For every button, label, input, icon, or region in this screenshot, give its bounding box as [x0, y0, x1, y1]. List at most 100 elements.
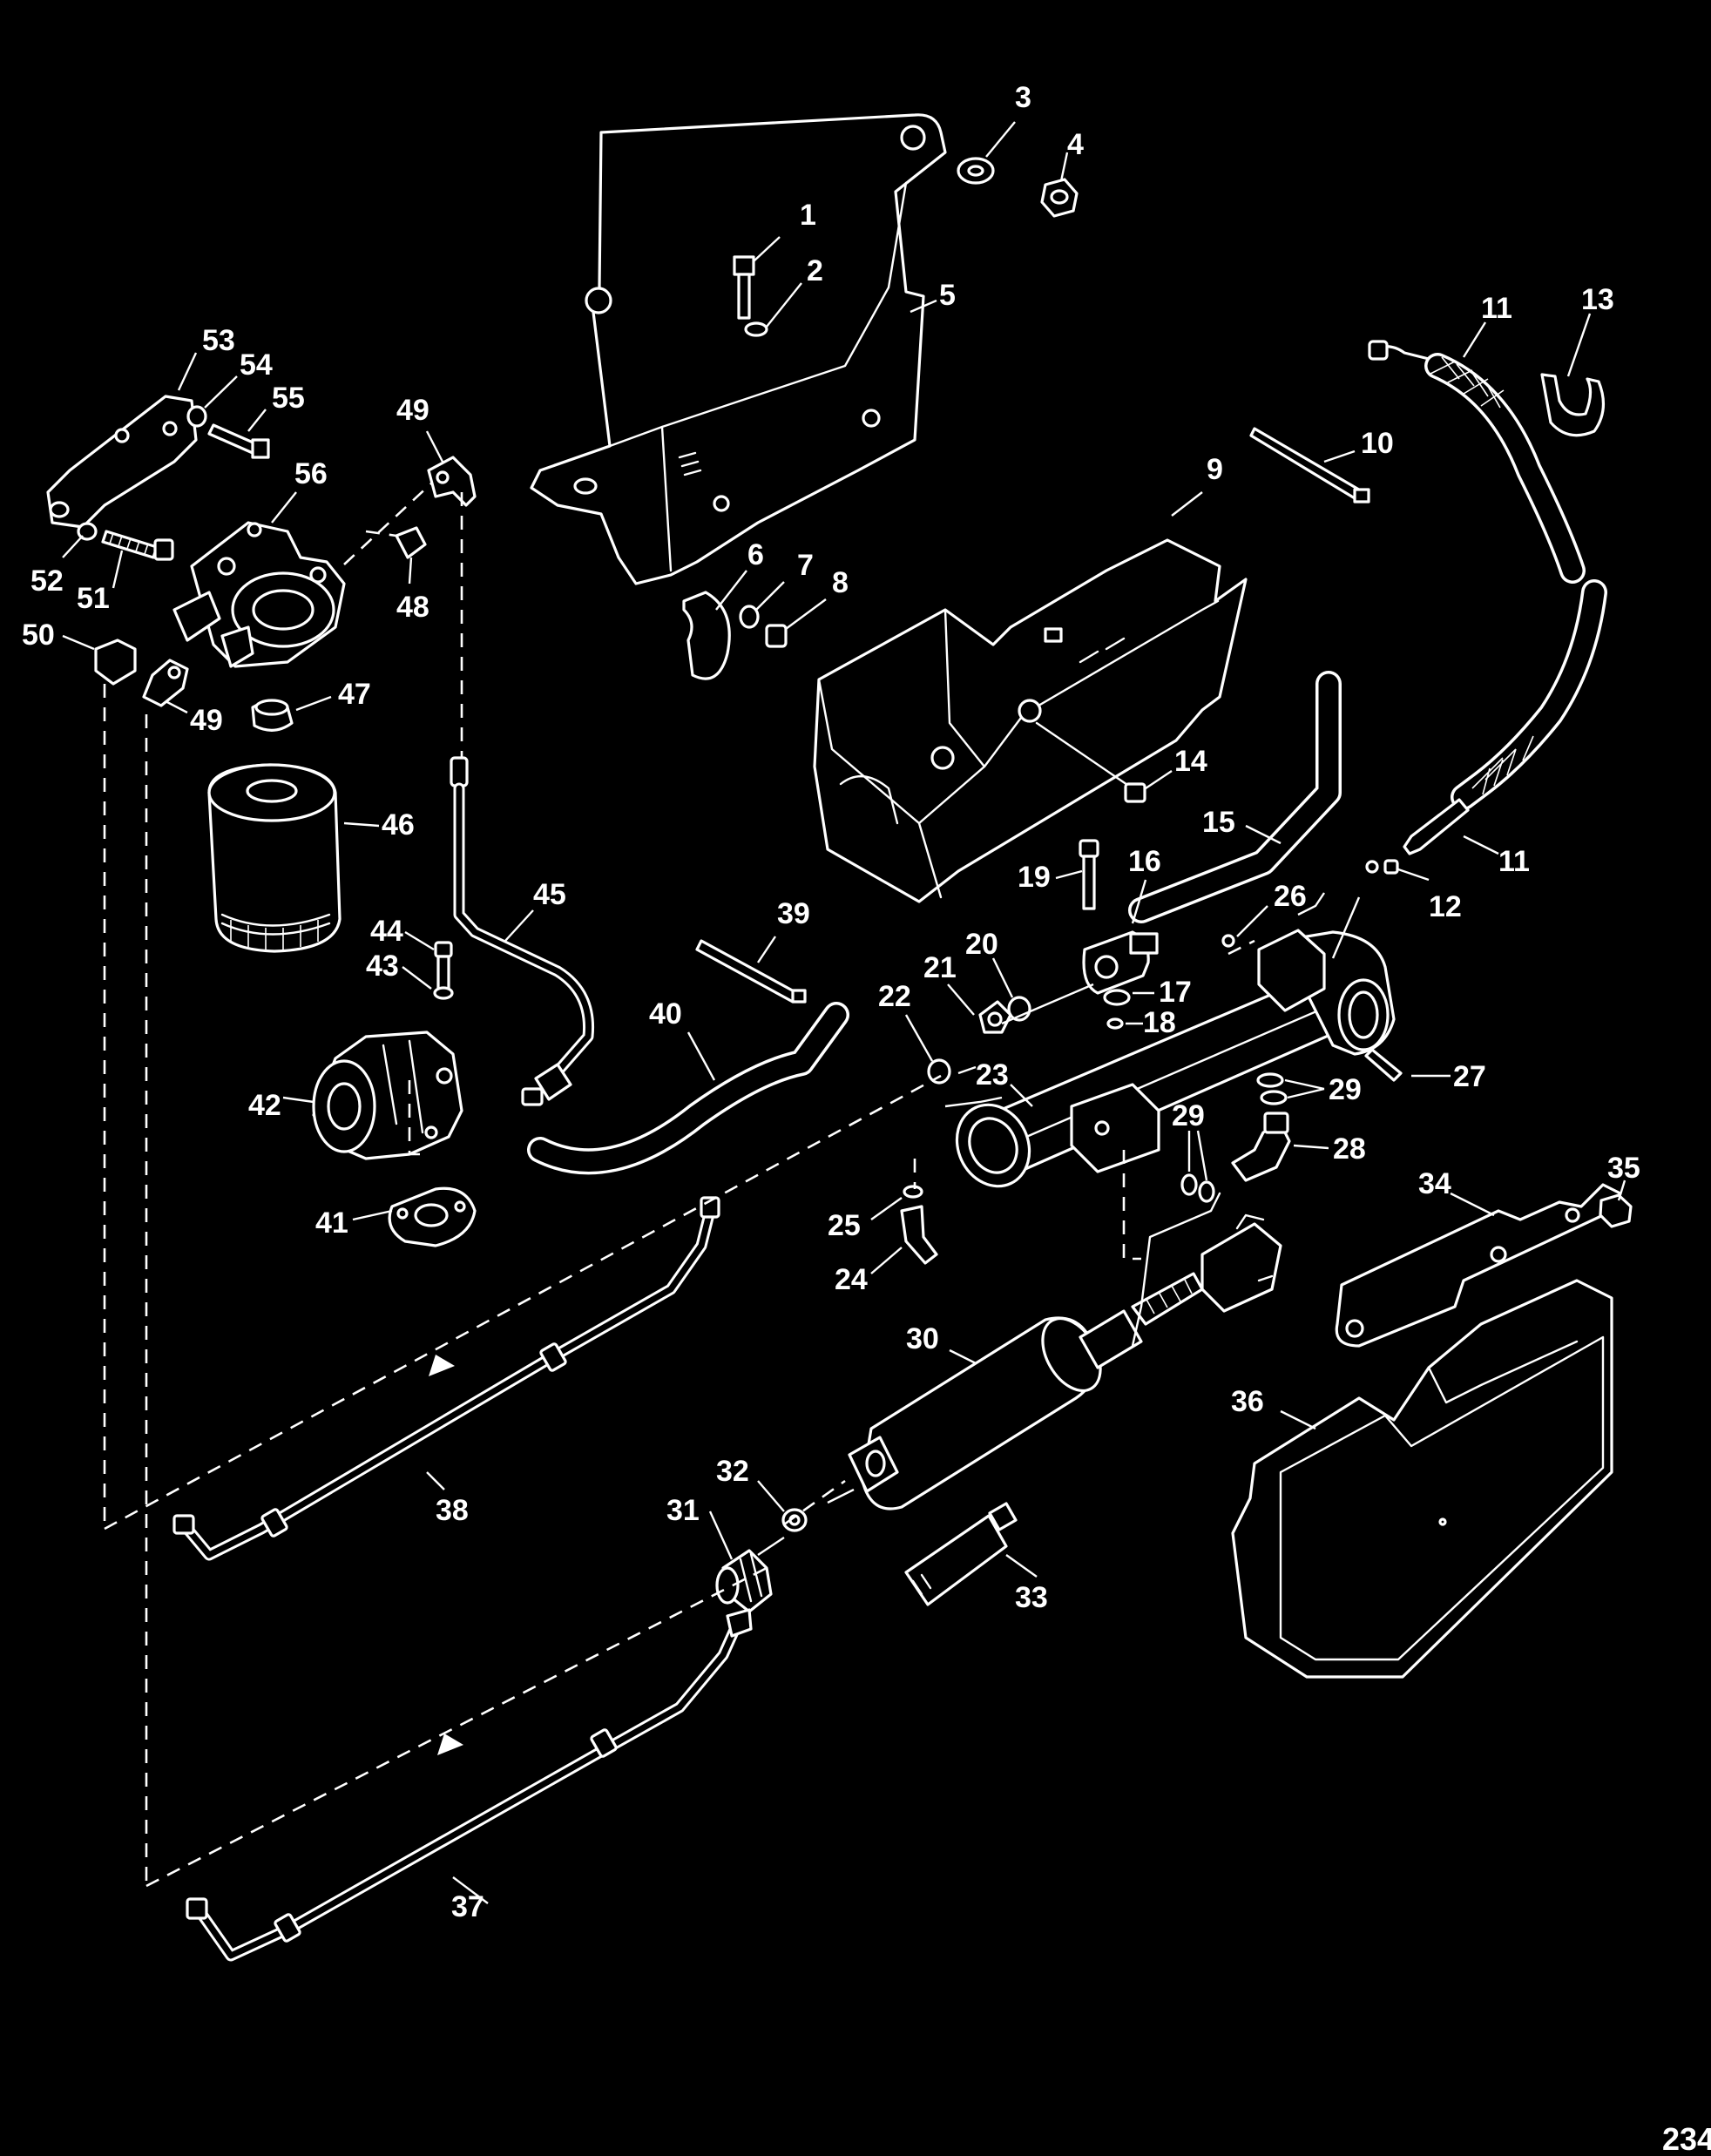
callout-16: 16 [1128, 845, 1161, 878]
bolt-55 [207, 423, 270, 459]
callout-48: 48 [396, 591, 429, 624]
callout-12: 12 [1429, 890, 1462, 923]
bracket-34 [1335, 1183, 1622, 1348]
screw-27 [1364, 1048, 1403, 1082]
callout-19: 19 [1018, 861, 1051, 894]
fitting-49-upper [427, 456, 477, 507]
fuel-pump-30 [848, 1192, 1282, 1511]
callout-21: 21 [923, 951, 957, 984]
callout-49-upper: 49 [396, 394, 429, 427]
fitting-24 [900, 1205, 938, 1265]
tie-strap-39 [695, 939, 807, 1004]
callout-32: 32 [716, 1455, 749, 1488]
callout-15: 15 [1202, 806, 1235, 839]
callout-35: 35 [1607, 1152, 1640, 1185]
washer-22 [927, 1058, 951, 1085]
callout-45: 45 [533, 878, 566, 911]
callout-44: 44 [370, 915, 403, 948]
callout-20: 20 [965, 928, 998, 961]
callout-49-lower: 49 [190, 704, 223, 737]
callout-1: 1 [800, 199, 816, 232]
fitting-47 [251, 699, 294, 732]
nut-35 [1599, 1193, 1633, 1228]
callout-2: 2 [807, 254, 823, 287]
callouts: 1 2 3 4 5 6 7 8 9 10 11 11 12 [22, 81, 1640, 1923]
callout-17: 17 [1159, 976, 1192, 1009]
mounting-bracket [530, 113, 947, 585]
callout-41: 41 [315, 1206, 348, 1240]
callout-36: 36 [1231, 1385, 1264, 1418]
callout-28: 28 [1333, 1132, 1366, 1166]
callout-52: 52 [30, 564, 64, 598]
callout-29-left: 29 [1172, 1099, 1205, 1132]
callout-3: 3 [1015, 81, 1031, 114]
callout-39: 39 [777, 897, 810, 930]
callout-34: 34 [1418, 1167, 1451, 1200]
plug-48 [395, 526, 427, 559]
callout-29-right: 29 [1329, 1073, 1362, 1106]
cover-36 [1231, 1279, 1613, 1679]
callout-50: 50 [22, 618, 55, 652]
oring-17 [1103, 989, 1131, 1006]
washer-54 [186, 405, 207, 428]
callout-18: 18 [1143, 1006, 1176, 1039]
housing-9 [813, 538, 1248, 903]
callout-47: 47 [338, 678, 371, 711]
callout-13: 13 [1581, 283, 1614, 316]
callout-43: 43 [366, 950, 399, 983]
orings-29-upper [1256, 1072, 1288, 1105]
bolt-1 [733, 255, 755, 320]
callout-42: 42 [248, 1089, 281, 1122]
fitting-49-lower [142, 659, 189, 707]
callout-7: 7 [797, 549, 814, 582]
callout-10: 10 [1361, 427, 1394, 460]
callout-54: 54 [240, 348, 273, 382]
nut-4 [1040, 178, 1079, 218]
bolt-21 [978, 1000, 1012, 1034]
fitting-12 [1365, 859, 1399, 875]
lift-pump-42 [312, 1031, 463, 1160]
callout-4: 4 [1067, 128, 1084, 161]
fuel-cooler-23 [955, 929, 1396, 1188]
clamp-6 [682, 591, 731, 680]
callout-51: 51 [77, 582, 110, 615]
callout-6: 6 [747, 538, 764, 571]
sensor-16 [1082, 930, 1159, 995]
callout-38: 38 [436, 1494, 469, 1527]
callout-11-lower: 11 [1498, 845, 1530, 878]
callout-40: 40 [649, 997, 682, 1031]
orings-29-lower [1180, 1173, 1215, 1203]
bolt-51 [101, 530, 174, 561]
filter-head-56 [172, 521, 346, 668]
bolt-19 [1079, 839, 1099, 910]
callout-27: 27 [1453, 1060, 1486, 1093]
gasket-41 [388, 1186, 477, 1247]
nut-8 [765, 624, 788, 648]
callout-55: 55 [272, 382, 305, 415]
washer-25 [903, 1185, 923, 1199]
callout-23: 23 [976, 1058, 1009, 1092]
bolt-14 [1035, 721, 1146, 803]
assembly-lines [103, 492, 1255, 1888]
filter-bracket-53 [46, 395, 198, 529]
washer-32 [781, 1508, 808, 1532]
callout-8: 8 [832, 566, 849, 599]
callout-5: 5 [939, 279, 956, 312]
bolt-44 [434, 941, 453, 991]
fuel-line-38 [172, 1196, 720, 1561]
fuel-filter-46 [207, 763, 342, 953]
callout-53: 53 [202, 324, 235, 357]
ball-26 [1221, 934, 1235, 948]
tie-strap-10 [1249, 427, 1370, 504]
callout-46: 46 [382, 808, 415, 841]
washer-7 [739, 605, 760, 629]
callout-33: 33 [1015, 1581, 1048, 1614]
callout-31: 31 [666, 1494, 700, 1527]
plug-50 [94, 639, 137, 686]
hose-40 [527, 1002, 849, 1175]
sealant-tube-33 [904, 1502, 1018, 1606]
washer-3 [957, 157, 995, 185]
callout-14: 14 [1174, 745, 1207, 778]
callout-9: 9 [1207, 453, 1223, 486]
